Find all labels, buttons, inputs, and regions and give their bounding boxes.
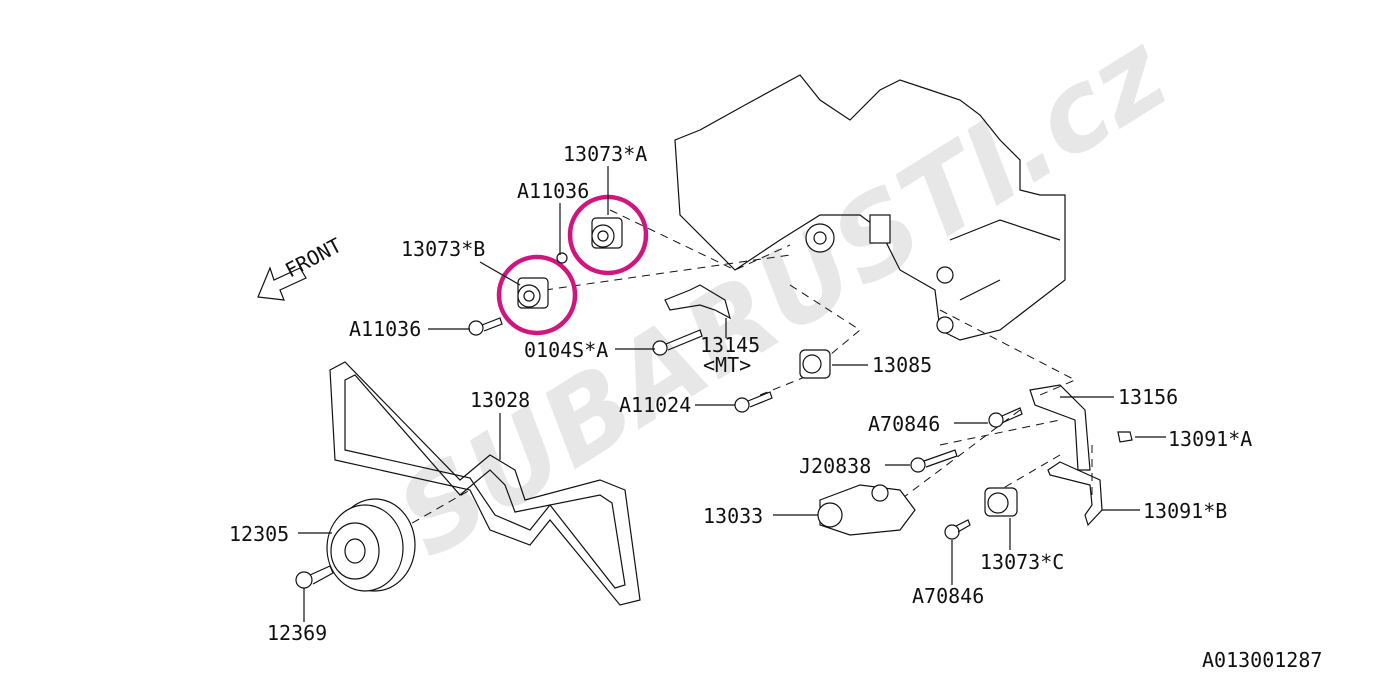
front-label: FRONT <box>281 233 345 282</box>
bolt-a11036-top <box>556 252 568 264</box>
callout-0104SA[interactable]: 0104S*A <box>524 338 608 362</box>
callout-12305[interactable]: 12305 <box>229 522 289 546</box>
crank-pulley-12305 <box>326 498 416 592</box>
engine-block <box>674 74 1066 341</box>
bolt-12369 <box>295 565 334 589</box>
bolt-j20838 <box>910 449 958 473</box>
callout-13145[interactable]: 13145 <box>700 333 760 357</box>
callout-j20838[interactable]: J20838 <box>799 454 871 478</box>
callout-a11024[interactable]: A11024 <box>619 393 691 417</box>
callout-12369[interactable]: 12369 <box>267 621 327 645</box>
front-arrow-icon: FRONT <box>257 233 346 301</box>
callout-a70846-bottom[interactable]: A70846 <box>912 584 984 608</box>
tensioner-13033 <box>817 484 916 536</box>
callout-13028[interactable]: 13028 <box>470 388 530 412</box>
callout-13085[interactable]: 13085 <box>872 353 932 377</box>
callout-13156[interactable]: 13156 <box>1118 385 1178 409</box>
bolt-0104SA <box>652 329 703 356</box>
idler-13085 <box>799 349 831 379</box>
callout-a11036-left[interactable]: A11036 <box>349 317 421 341</box>
callout-13033[interactable]: 13033 <box>703 504 763 528</box>
bolt-a11036-left <box>468 317 503 336</box>
callout-13145-note: <MT> <box>703 353 751 377</box>
bolt-a70846-bottom <box>944 519 971 540</box>
clip-13091A <box>1117 431 1133 443</box>
bolt-a70846-mid <box>988 407 1023 428</box>
callout-13073B[interactable]: 13073*B <box>401 237 485 261</box>
callout-a70846-mid[interactable]: A70846 <box>868 412 940 436</box>
idler-13073C <box>984 487 1018 517</box>
idler-13073B[interactable] <box>496 254 578 336</box>
bracket-13091B <box>1047 461 1103 527</box>
assembly-lines <box>399 209 1093 531</box>
bracket-13156 <box>1029 384 1091 471</box>
timing-belt-13028 <box>329 361 641 606</box>
callout-a11036-top[interactable]: A11036 <box>517 179 589 203</box>
leader-lines <box>298 166 1166 622</box>
callout-13073C[interactable]: 13073*C <box>980 550 1064 574</box>
callout-13091B[interactable]: 13091*B <box>1143 499 1227 523</box>
cover-13145 <box>664 284 731 320</box>
bolt-a11024 <box>734 391 773 413</box>
diagram-code: A013001287 <box>1202 648 1322 672</box>
callout-13073A[interactable]: 13073*A <box>563 142 647 166</box>
callout-13091A[interactable]: 13091*A <box>1168 427 1252 451</box>
